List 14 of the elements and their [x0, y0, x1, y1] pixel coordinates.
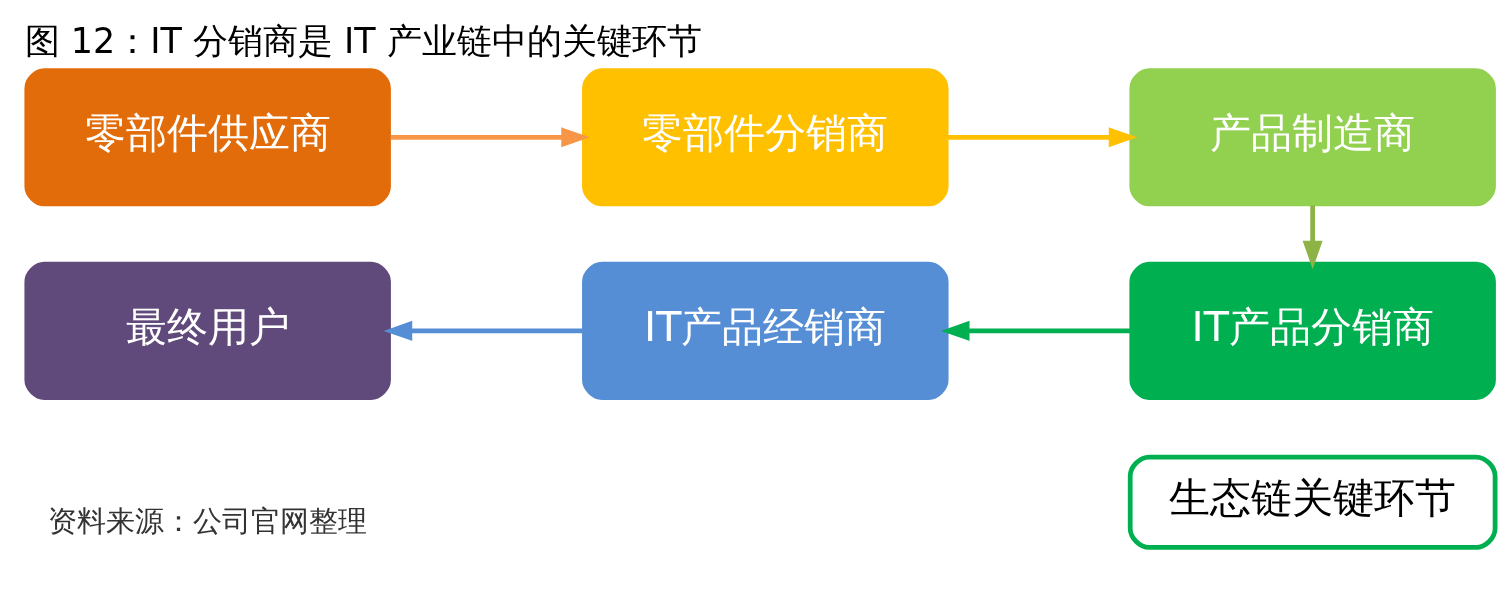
node-box: 生态链关键环节: [1127, 454, 1498, 550]
arrow: [948, 127, 1138, 148]
node-box: 最终用户: [24, 261, 391, 400]
diagram-title: 图 12：IT 分销商是 IT 产业链中的关键环节: [24, 20, 702, 61]
arrow: [390, 127, 590, 148]
node-box: 零部件供应商: [24, 68, 391, 207]
node-box: IT产品分销商: [1129, 261, 1496, 400]
arrow: [1302, 205, 1323, 270]
arrow: [940, 320, 1131, 341]
caption: 资料来源：公司官网整理: [48, 504, 368, 539]
node-box: 产品制造商: [1129, 68, 1496, 207]
node-box: 零部件分销商: [582, 68, 949, 207]
arrow: [383, 320, 583, 341]
node-box: IT产品经销商: [582, 261, 949, 400]
